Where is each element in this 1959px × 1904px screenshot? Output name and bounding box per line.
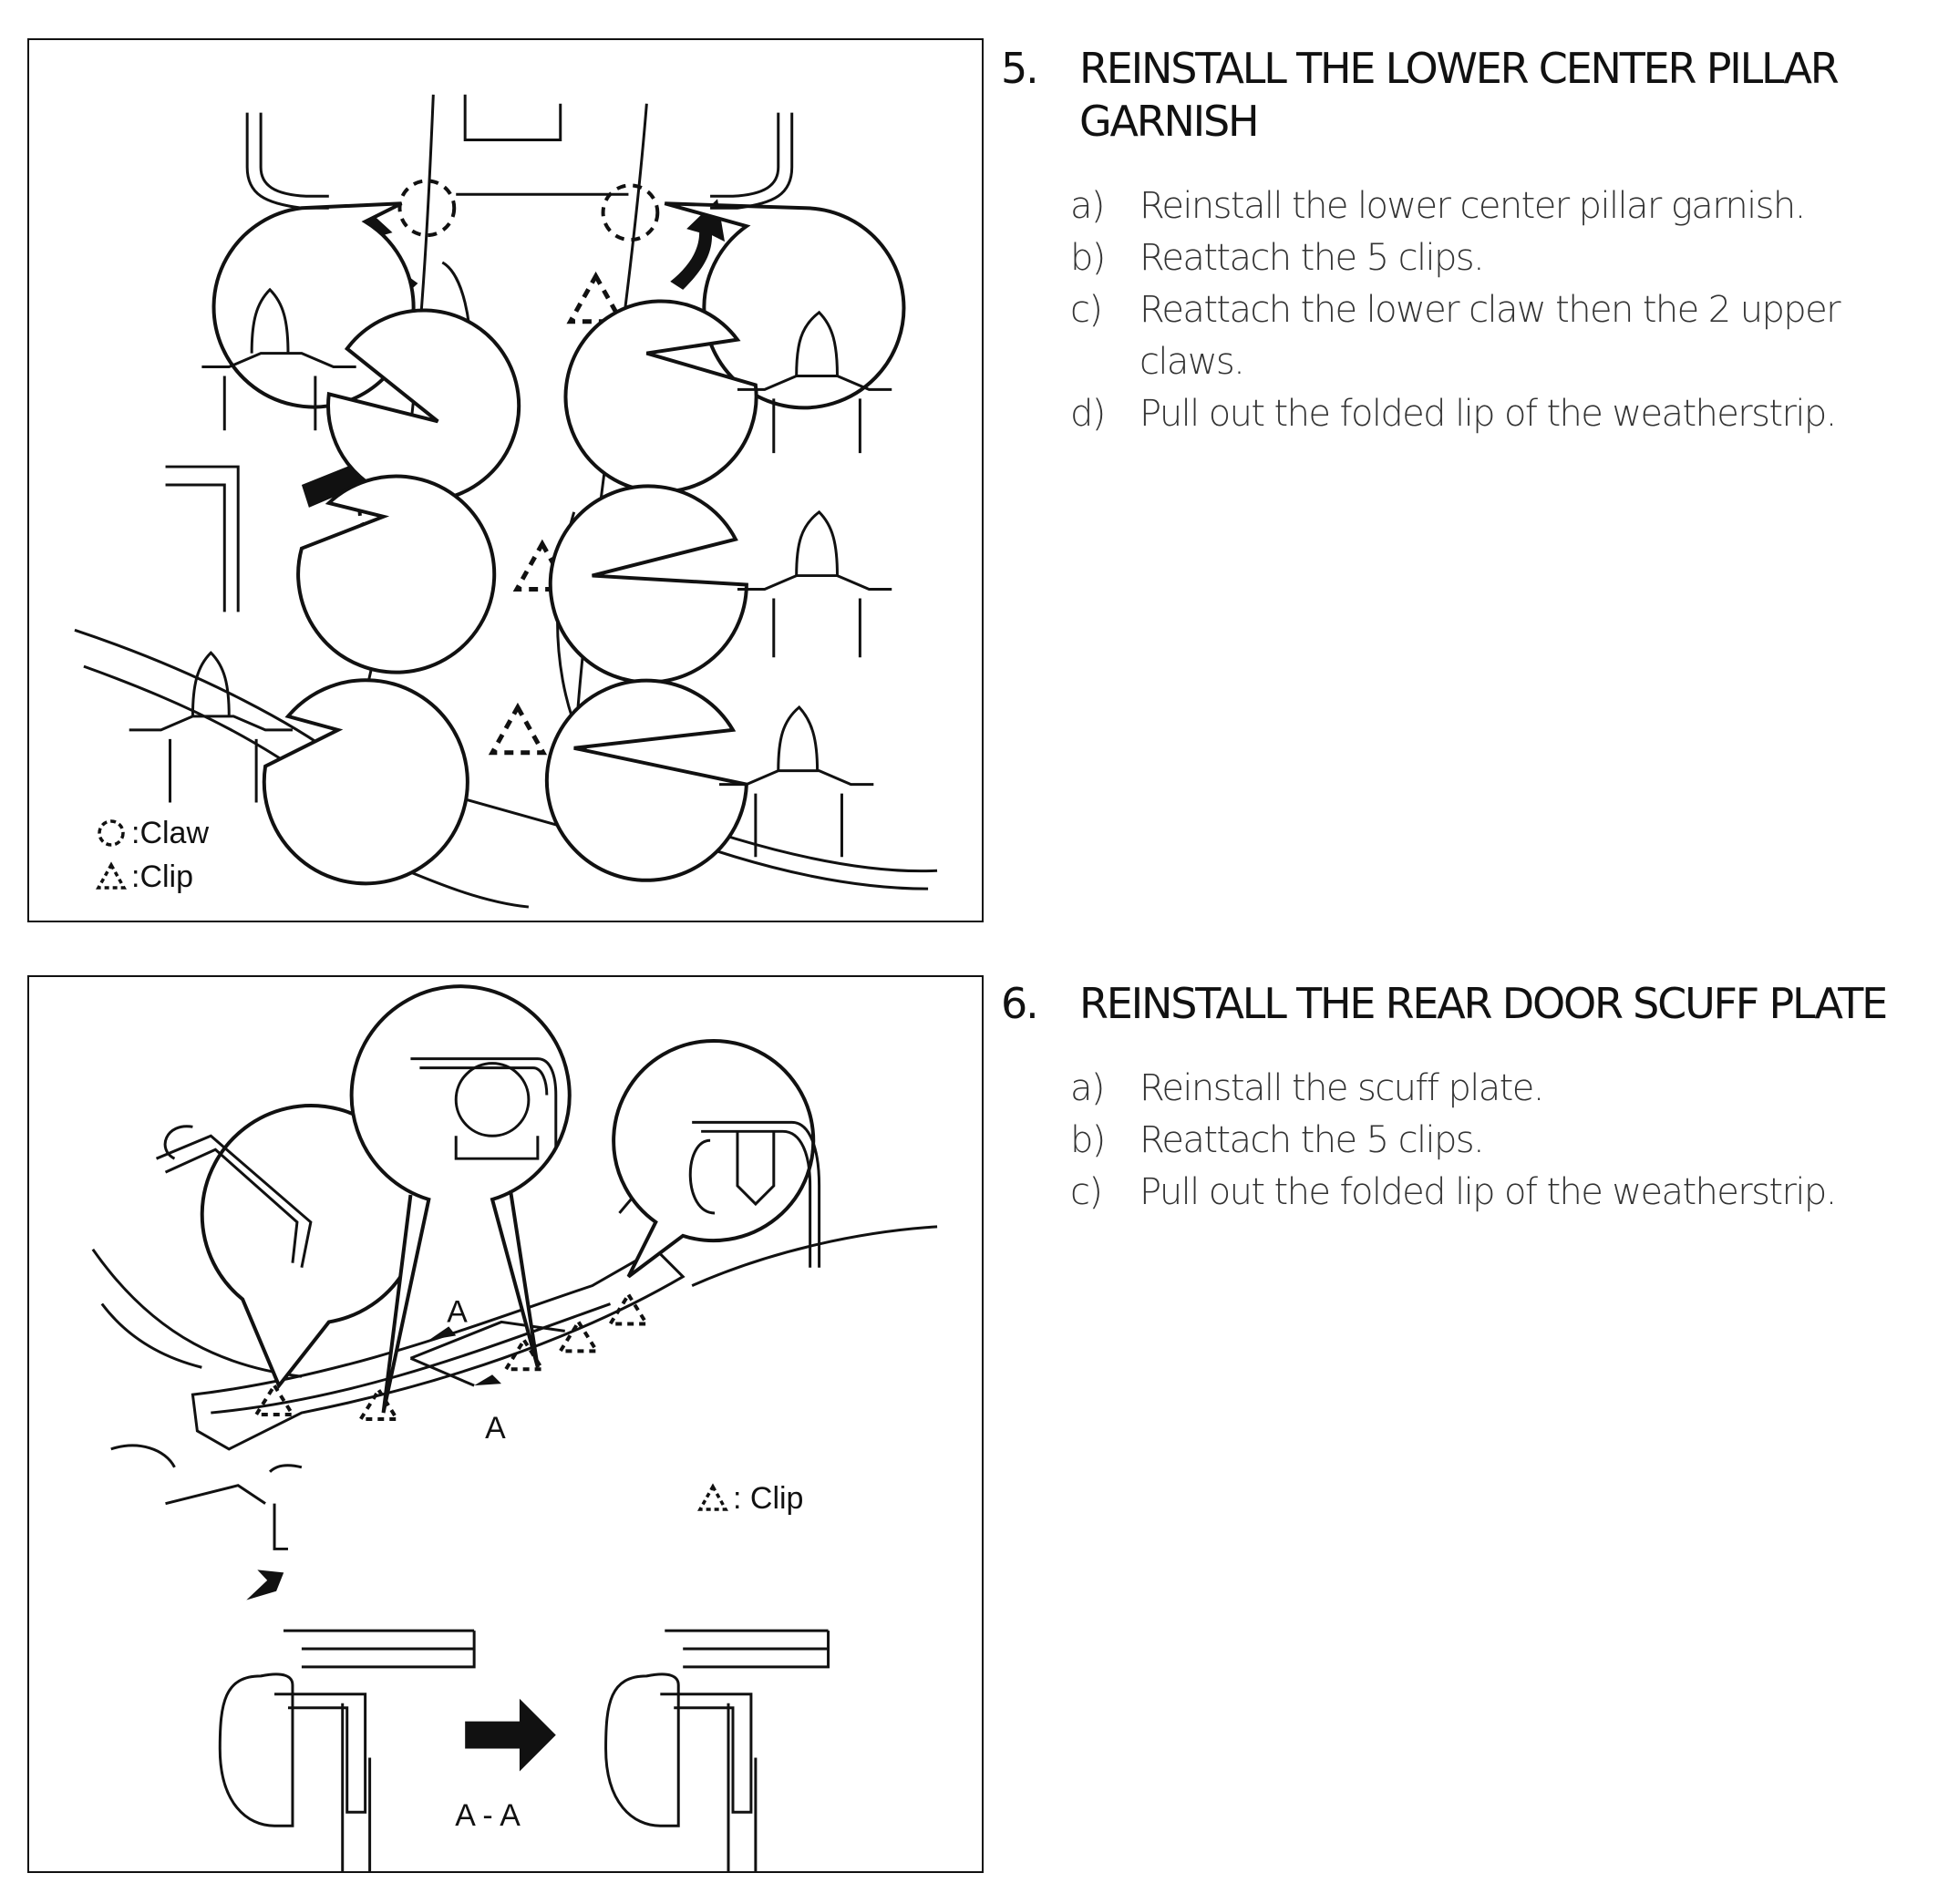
legend-claw: :Claw bbox=[93, 815, 209, 851]
section-mark-a-bottom: A bbox=[485, 1411, 506, 1446]
step-letter: b) bbox=[1070, 1119, 1106, 1161]
step-item: c) Pull out the folded lip of the weather… bbox=[1070, 1167, 1931, 1219]
section-heading: 5. REINSTALL THE LOWER CENTER PILLAR GAR… bbox=[1001, 42, 1931, 148]
step-text: Pull out the folded lip of the weatherst… bbox=[1139, 1171, 1837, 1213]
step-letter: b) bbox=[1070, 237, 1106, 279]
step-letter: d) bbox=[1070, 393, 1106, 435]
step-letter: c) bbox=[1070, 289, 1103, 331]
section-6: 6. REINSTALL THE REAR DOOR SCUFF PLATE a… bbox=[1001, 977, 1931, 1219]
step-item: b) Reattach the 5 clips. bbox=[1070, 232, 1931, 284]
step-text: Reinstall the lower center pillar garnis… bbox=[1139, 185, 1806, 227]
dashed-circle-icon bbox=[98, 819, 125, 847]
legend-claw-label: :Claw bbox=[131, 815, 210, 850]
detail-callouts bbox=[200, 984, 816, 1414]
step-list: a) Reinstall the scuff plate. b) Reattach … bbox=[1070, 1063, 1931, 1219]
step-item: a) Reinstall the scuff plate. bbox=[1070, 1063, 1931, 1115]
section-mark-a-top: A bbox=[447, 1294, 468, 1329]
step-item: d) Pull out the folded lip of the weather… bbox=[1070, 388, 1931, 440]
section-title: REINSTALL THE REAR DOOR SCUFF PLATE bbox=[1079, 979, 1888, 1028]
dashed-triangle-icon bbox=[96, 861, 127, 890]
section-title: REINSTALL THE LOWER CENTER PILLAR GARNIS… bbox=[1079, 44, 1840, 146]
section-number: 5. bbox=[1001, 44, 1039, 93]
legend-clip-label: :Clip bbox=[131, 859, 194, 894]
step-text: Reattach the lower claw then the 2 upper… bbox=[1139, 289, 1841, 383]
step-item: b) Reattach the 5 clips. bbox=[1070, 1115, 1931, 1167]
figure-pillar-garnish: :Claw :Clip bbox=[27, 38, 984, 922]
step-letter: a) bbox=[1070, 1067, 1106, 1109]
legend-clip: :Clip bbox=[93, 859, 193, 895]
legend-clip: : Clip bbox=[695, 1480, 803, 1517]
section-5: 5. REINSTALL THE LOWER CENTER PILLAR GAR… bbox=[1001, 42, 1931, 440]
step-item: a) Reinstall the lower center pillar garn… bbox=[1070, 180, 1931, 232]
step-text: Pull out the folded lip of the weatherst… bbox=[1139, 393, 1837, 435]
step-letter: a) bbox=[1070, 185, 1106, 227]
section-after bbox=[604, 1629, 830, 1871]
dashed-triangle-icon bbox=[697, 1483, 728, 1511]
section-number: 6. bbox=[1001, 979, 1039, 1028]
pillar-garnish-illustration bbox=[74, 94, 938, 909]
figure-scuff-plate: A A bbox=[27, 975, 984, 1873]
step-text: Reattach the 5 clips. bbox=[1139, 237, 1485, 279]
section-label: A - A bbox=[455, 1798, 521, 1833]
step-text: Reattach the 5 clips. bbox=[1139, 1119, 1485, 1161]
clip-pin-sketches bbox=[129, 287, 892, 858]
section-heading: 6. REINSTALL THE REAR DOOR SCUFF PLATE bbox=[1001, 977, 1931, 1030]
detail-callouts bbox=[211, 201, 906, 886]
bold-arrow-icon bbox=[465, 1698, 556, 1772]
step-text: Reinstall the scuff plate. bbox=[1139, 1067, 1545, 1109]
step-list: a) Reinstall the lower center pillar garn… bbox=[1070, 180, 1931, 440]
step-letter: c) bbox=[1070, 1171, 1103, 1213]
legend-clip-label: : Clip bbox=[733, 1480, 804, 1516]
scuff-plate-illustration: A A bbox=[91, 984, 938, 1871]
step-item: c) Reattach the lower claw then the 2 upp… bbox=[1070, 284, 1931, 388]
section-before bbox=[218, 1464, 476, 1871]
